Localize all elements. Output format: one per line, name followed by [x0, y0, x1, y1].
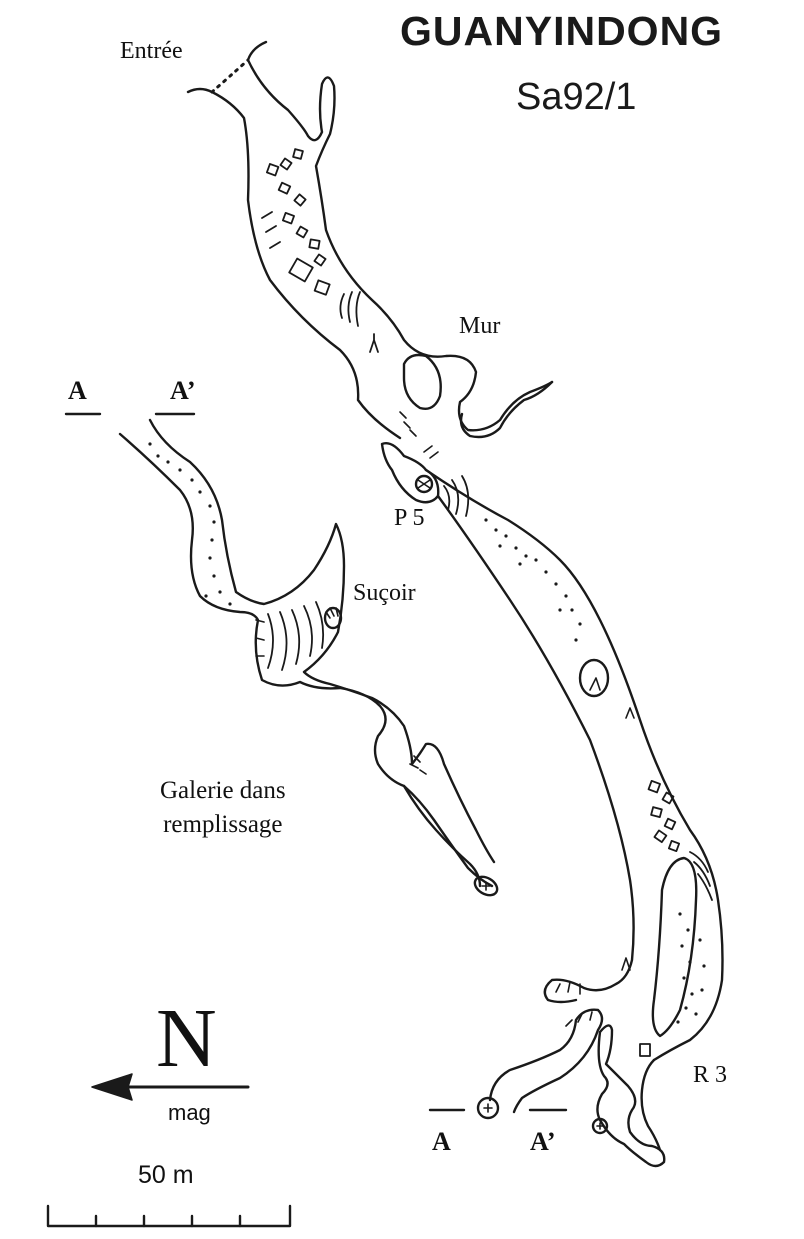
stalagmite-symbol-2	[621, 707, 635, 971]
step-label: R 3	[693, 1062, 728, 1088]
pit-ticks	[399, 411, 439, 459]
mur-wall-outcrop	[459, 380, 554, 439]
sucoir-symbol	[323, 606, 343, 630]
lower-boulders	[647, 779, 681, 853]
boulder-symbols	[265, 148, 331, 296]
section-a-prime-marker-plus	[596, 1122, 604, 1130]
central-pillar	[651, 856, 698, 1038]
section-a-marker-plus	[483, 1103, 493, 1113]
gallery-end-plus	[481, 881, 491, 891]
section-a-marker-bottom	[476, 1096, 500, 1120]
gallery-end-marker	[473, 875, 499, 897]
wall-label: Mur	[459, 313, 501, 339]
stalagmite-symbol	[369, 333, 379, 353]
bottom-gallery-right	[596, 1024, 666, 1168]
sediment-stipple	[148, 442, 706, 1024]
bottom-gallery-left	[488, 1008, 604, 1114]
cave-code: Sa92/1	[516, 76, 637, 118]
entrance-dotted-line	[210, 58, 250, 94]
slope-hachures	[261, 211, 361, 327]
north-reference: mag	[168, 1100, 211, 1125]
gallery-label: Galerie dans remplissage	[160, 774, 286, 842]
north-arrow-icon	[91, 1073, 250, 1101]
bottom-hachures	[555, 981, 593, 1027]
gallery-label-line2: remplissage	[163, 811, 283, 838]
section-profile-tail	[402, 784, 482, 888]
section-a-prime-label-top: A’	[170, 376, 196, 405]
p5-pit-mark	[414, 474, 434, 494]
sinkhole-symbol	[578, 658, 610, 698]
gallery-hachures	[409, 755, 427, 775]
lower-passage-left-wall	[436, 494, 635, 1004]
scale-label: 50 m	[138, 1161, 194, 1189]
side-pocket	[402, 353, 442, 410]
gallery-label-line1: Galerie dans	[160, 777, 286, 804]
section-profile-outer-wall	[118, 432, 494, 888]
r3-step-mark	[639, 1043, 651, 1057]
r3-step	[640, 1058, 662, 1152]
section-profile-inner-wall	[148, 418, 496, 864]
sucoir-label: Suçoir	[353, 580, 416, 606]
pit-label: P 5	[394, 505, 425, 531]
lower-slope-hachures	[443, 475, 713, 901]
section-a-label-bottom: A	[432, 1127, 451, 1156]
entrance-label: Entrée	[120, 38, 183, 64]
section-slope-hachures	[267, 601, 325, 671]
upper-passage-right-wall	[246, 58, 554, 432]
scale-bar-icon	[46, 1204, 292, 1228]
entrance-rim	[186, 40, 268, 94]
section-left-ticks	[255, 619, 265, 657]
north-letter: N	[156, 992, 217, 1085]
p5-pit-cross	[417, 479, 431, 489]
section-a-label-top: A	[68, 376, 87, 405]
section-a-prime-label-bottom: A’	[530, 1127, 556, 1156]
map-title: GUANYINDONG	[400, 8, 724, 54]
sinkhole-drop	[589, 677, 601, 691]
section-a-prime-marker-bottom	[591, 1117, 609, 1135]
lower-passage-right-wall	[424, 468, 724, 1062]
sucoir-ticks	[325, 607, 339, 619]
upper-passage-left-wall	[210, 90, 402, 440]
